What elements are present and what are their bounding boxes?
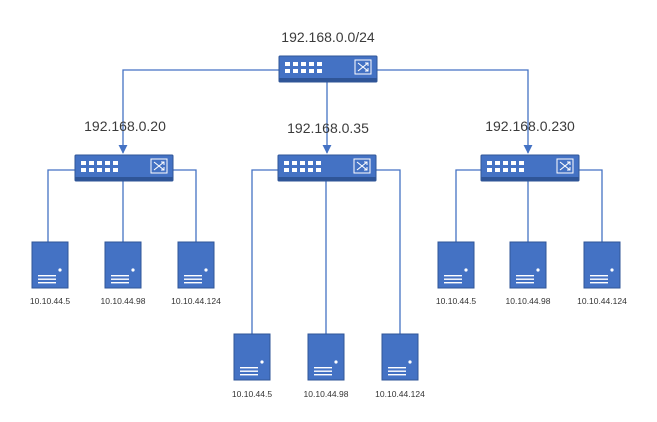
server-links bbox=[47, 169, 603, 334]
core-uplinks bbox=[118, 69, 533, 154]
server-icon bbox=[31, 241, 69, 289]
server-group-center: 10.10.44.5 10.10.44.98 10.10.44.124 bbox=[232, 333, 425, 399]
server-icon bbox=[381, 333, 419, 381]
server-label: 10.10.44.124 bbox=[577, 296, 627, 306]
branch-switch-right: 192.168.0.230 bbox=[480, 118, 580, 182]
switch-icon bbox=[278, 55, 378, 83]
server-label: 10.10.44.98 bbox=[304, 389, 349, 399]
link-center-1 bbox=[251, 169, 278, 334]
switch-icon bbox=[480, 154, 580, 182]
branch-switch-label: 192.168.0.35 bbox=[287, 120, 369, 136]
server-label: 10.10.44.5 bbox=[232, 389, 272, 399]
core-switch: 192.168.0.0/24 bbox=[278, 29, 378, 83]
core-switch-label: 192.168.0.0/24 bbox=[281, 29, 375, 45]
branch-switch-label: 192.168.0.20 bbox=[84, 118, 166, 134]
server-icon bbox=[177, 241, 215, 289]
switch-icon bbox=[74, 154, 174, 182]
branch-switch-center: 192.168.0.35 bbox=[277, 120, 377, 182]
link-right-3 bbox=[578, 169, 603, 242]
uplink-left bbox=[118, 69, 280, 154]
server-icon bbox=[233, 333, 271, 381]
server-label: 10.10.44.5 bbox=[436, 296, 476, 306]
server-group-left: 10.10.44.5 10.10.44.98 10.10.44.124 bbox=[30, 241, 221, 306]
server-label: 10.10.44.5 bbox=[30, 296, 70, 306]
server-icon bbox=[307, 333, 345, 381]
link-center-3 bbox=[376, 169, 401, 334]
link-left-1 bbox=[47, 169, 75, 242]
server-label: 10.10.44.124 bbox=[171, 296, 221, 306]
server-icon bbox=[509, 241, 547, 289]
server-label: 10.10.44.98 bbox=[101, 296, 146, 306]
link-right-1 bbox=[455, 169, 481, 242]
server-icon bbox=[583, 241, 621, 289]
server-group-right: 10.10.44.5 10.10.44.98 10.10.44.124 bbox=[436, 241, 627, 306]
switch-icon bbox=[277, 154, 377, 182]
server-icon bbox=[437, 241, 475, 289]
server-label: 10.10.44.124 bbox=[375, 389, 425, 399]
link-left-3 bbox=[173, 169, 197, 242]
branch-switch-left: 192.168.0.20 bbox=[74, 118, 174, 182]
branch-switch-label: 192.168.0.230 bbox=[485, 118, 575, 134]
server-label: 10.10.44.98 bbox=[506, 296, 551, 306]
server-icon bbox=[104, 241, 142, 289]
uplink-right bbox=[376, 69, 533, 154]
